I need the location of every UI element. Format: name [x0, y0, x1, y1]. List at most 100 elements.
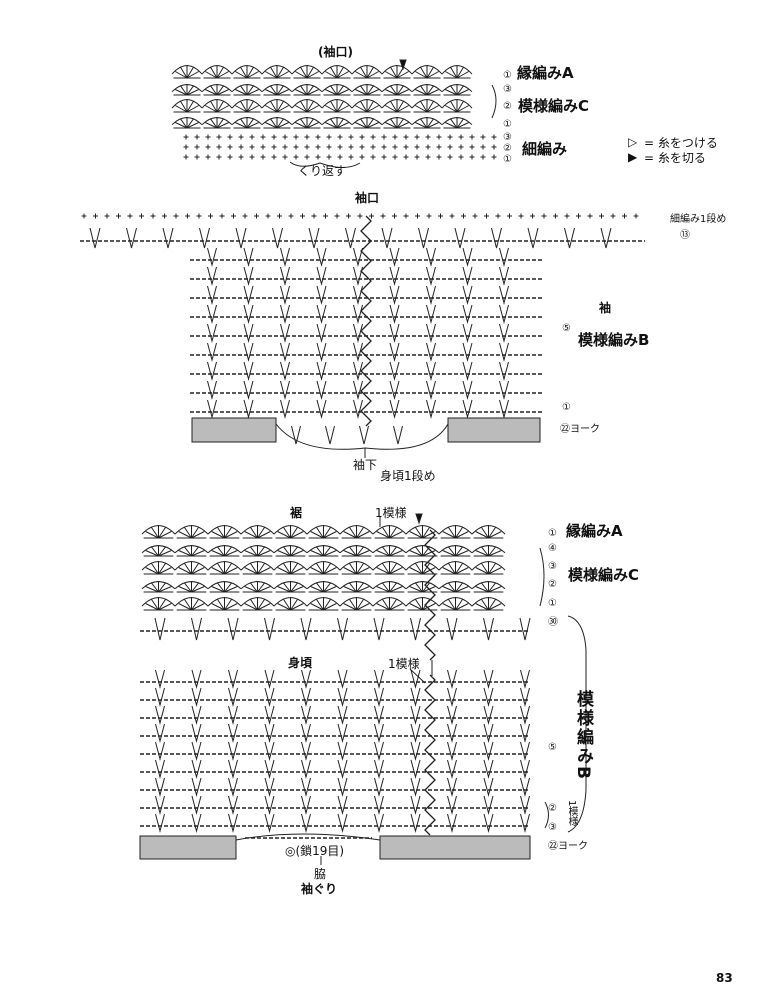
cut-yarn-marker — [399, 59, 407, 71]
fan-stitch — [385, 122, 398, 129]
v-stitch — [243, 361, 254, 381]
fan-stitch — [343, 550, 357, 557]
fan-stitch — [295, 71, 308, 79]
fan-stitch — [249, 562, 258, 575]
v-stitch — [447, 705, 457, 725]
fan-stitch — [366, 118, 375, 129]
fan-stitch — [265, 122, 278, 129]
fan-stitch — [235, 122, 248, 129]
pattern-c-label-body: 模様編みC — [568, 566, 640, 584]
v-stitch — [462, 342, 473, 362]
fan-stitch — [205, 105, 218, 113]
fan-stitch — [209, 100, 218, 113]
fan-stitch — [422, 582, 431, 593]
row-mark: ① — [562, 402, 571, 413]
fan-stitch — [186, 85, 195, 96]
v-stitch — [520, 795, 530, 815]
fan-stitch — [216, 546, 225, 557]
fan-stitch — [216, 118, 225, 129]
fan-stitch — [426, 118, 435, 129]
v-stitch — [410, 617, 421, 641]
v-stitch — [447, 669, 457, 689]
fan-stitch — [257, 567, 271, 575]
v-stitch — [499, 342, 509, 362]
fan-stitch — [183, 582, 192, 593]
fan-stitch — [158, 550, 172, 557]
v-stitch — [228, 669, 238, 689]
fan-stitch — [426, 122, 439, 129]
fan-stitch — [385, 89, 398, 96]
v-stitch — [316, 247, 327, 267]
fan-stitch — [323, 526, 332, 539]
fan-arc — [201, 99, 233, 109]
fan-stitch — [376, 586, 390, 593]
fan-stitch — [480, 546, 489, 557]
v-stitch — [483, 759, 494, 779]
chart-annotations — [320, 59, 587, 865]
fan-stitch — [323, 562, 332, 575]
fan-stitch — [455, 531, 469, 539]
fan-stitch — [276, 100, 285, 113]
fan-stitch — [343, 586, 357, 593]
v-stitch — [374, 795, 384, 815]
fan-arc — [207, 581, 242, 590]
v-stitch — [243, 342, 254, 362]
fan-stitch — [389, 603, 403, 611]
fan-stitch — [205, 89, 218, 96]
v-stitch — [410, 813, 421, 833]
fan-stitch — [290, 550, 304, 557]
fan-stitch — [158, 546, 167, 557]
cuff-title: (袖口) — [318, 45, 353, 59]
fan-stitch — [282, 598, 291, 611]
fan-stitch — [178, 567, 192, 575]
fan-stitch — [336, 118, 345, 129]
fan-stitch — [145, 603, 159, 611]
fan-stitch — [306, 122, 319, 129]
fan-stitch — [426, 71, 439, 79]
fan-stitch — [239, 118, 248, 129]
v-stitch — [191, 795, 202, 815]
fan-stitch — [277, 531, 291, 539]
fan-arc — [141, 561, 176, 571]
fan-arc — [240, 525, 275, 535]
fan-stitch — [329, 100, 338, 113]
fan-stitch — [224, 562, 233, 575]
fan-stitch — [224, 598, 233, 611]
seam-zigzag — [424, 529, 436, 661]
fan-arc — [141, 525, 176, 535]
fan-stitch — [277, 567, 291, 575]
fan-stitch — [396, 122, 409, 129]
fan-stitch — [211, 531, 225, 539]
fan-stitch — [239, 85, 248, 96]
v-stitch — [316, 399, 327, 419]
fan-stitch — [186, 71, 199, 79]
fan-stitch — [381, 562, 390, 575]
v-stitch — [301, 741, 311, 761]
v-stitch — [228, 723, 238, 743]
v-stitch — [410, 687, 421, 707]
fan-arc — [141, 597, 176, 607]
sleeve-pattern-grid — [80, 213, 645, 450]
fan-stitch — [295, 105, 308, 113]
v-stitch — [353, 399, 363, 419]
v-stitch — [228, 777, 238, 797]
fan-arc — [273, 525, 308, 535]
fan-stitch — [447, 582, 456, 593]
fan-stitch — [359, 100, 368, 113]
attach-yarn-text: = 糸をつける — [644, 136, 718, 150]
sleeve-cuff-title: 袖口 — [355, 191, 380, 205]
fan-stitch — [456, 100, 465, 113]
fan-stitch — [356, 603, 370, 611]
fan-arc — [339, 561, 374, 571]
v-stitch — [337, 687, 348, 707]
fan-arc — [411, 117, 443, 126]
v-stitch — [483, 741, 494, 761]
fan-stitch — [257, 582, 266, 593]
fan-stitch — [359, 118, 368, 129]
fan-arc — [174, 581, 209, 590]
fan-arc — [141, 581, 176, 590]
fan-stitch — [246, 118, 255, 129]
v-stitch — [374, 705, 384, 725]
fan-stitch — [158, 562, 167, 575]
fan-stitch — [290, 598, 299, 611]
